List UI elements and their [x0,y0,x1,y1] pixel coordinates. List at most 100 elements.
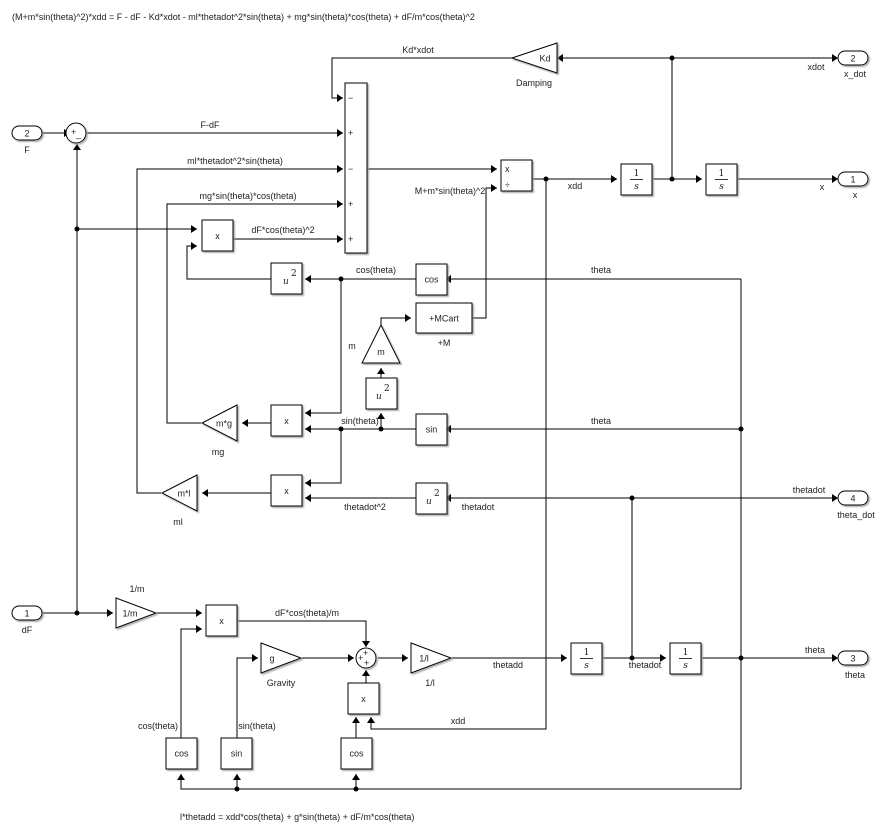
gain-damping[interactable]: Kd Damping [510,42,558,88]
outport-theta-number: 3 [850,654,855,664]
signal-label: cos(theta) [356,265,396,275]
signal-label: dF*cos(theta)^2 [251,225,314,235]
integrator-xdot[interactable]: 1 s [705,163,738,196]
outport-x-dot-number: 2 [850,54,855,64]
signal-label: theta [591,416,611,426]
signal-label: thetadot [793,485,826,495]
svg-text:1: 1 [683,648,689,658]
inport-dF-number: 1 [24,609,29,619]
svg-text:sin: sin [231,749,243,759]
svg-text:s: s [634,182,639,192]
square-block-sin[interactable]: u 2 [365,377,398,410]
svg-text:m: m [377,347,385,357]
outport-x-label: x [853,190,858,200]
svg-text:Kd: Kd [539,54,550,64]
svg-text:x: x [219,616,224,626]
sum-theta[interactable]: + + + [355,647,377,669]
signal-label: m [348,341,356,351]
svg-text:x: x [361,694,366,704]
arrowheads [64,54,838,780]
top-equation: (M+m*sin(theta)^2)*xdd = F - dF - Kd*xdo… [12,12,475,22]
sin-block-top[interactable]: sin [415,413,448,446]
divide-block[interactable]: x ÷ [500,159,533,192]
cos-block-bottom-right[interactable]: cos [340,737,373,770]
product-df-cos2[interactable]: x [201,219,234,252]
signal-label: xdd [451,716,466,726]
gain-mg[interactable]: m*g mg [200,404,238,457]
svg-text:g: g [269,654,274,664]
gain-inv-l[interactable]: 1/l 1/l [410,642,453,688]
sum-sign: + [71,127,76,137]
product-ml[interactable]: x [270,474,303,507]
product-mg[interactable]: x [270,404,303,437]
svg-text:1/m: 1/m [122,609,137,619]
gain-gravity-name: Gravity [267,678,296,688]
bottom-equation: l*thetadd = xdd*cos(theta) + g*sin(theta… [180,812,414,822]
inport-dF[interactable]: 1 dF [11,605,43,635]
integrator-thetadd[interactable]: 1 s [570,642,603,675]
square-block-thetadot[interactable]: u 2 [415,482,448,515]
mcart-block-name: +M [438,338,451,348]
outport-x-number: 1 [850,175,855,185]
junction-dots [74,55,744,792]
mcart-block[interactable]: +MCart +M [415,302,473,348]
gain-damping-name: Damping [516,78,552,88]
signal-label: thetadd [493,660,523,670]
sum-sign: + [348,234,353,244]
svg-text:u: u [376,392,382,402]
gain-inv-m[interactable]: 1/m 1/m [115,584,158,629]
svg-text:1/l: 1/l [419,654,429,664]
signal-label: dF*cos(theta)/m [275,608,339,618]
signal-label: Kd*xdot [402,45,434,55]
svg-text:u: u [426,497,432,507]
outport-x-dot[interactable]: 2 x_dot [837,50,869,79]
outport-theta-dot-number: 4 [850,494,855,504]
sum-sign: + [348,199,353,209]
sum-sign: + [358,653,363,663]
cos-block-bottom-left[interactable]: cos [165,737,198,770]
big-sum-block[interactable]: − + − + + [344,82,368,254]
cos-block-top[interactable]: cos [415,263,448,296]
signal-label: sin(theta) [238,721,276,731]
signal-label: F-dF [201,120,221,130]
outport-x[interactable]: 1 x [837,171,869,200]
signal-label: thetadot [462,502,495,512]
sin-block-bottom[interactable]: sin [220,737,253,770]
gain-m[interactable]: m [361,323,401,364]
signal-label: cos(theta) [138,721,178,731]
gain-ml[interactable]: m*l ml [160,474,198,527]
signal-label: xdd [568,181,583,191]
square-block-cos[interactable]: u 2 [270,262,303,295]
outport-theta[interactable]: 3 theta [837,650,869,680]
svg-text:1: 1 [634,169,640,179]
signal-label: mg*sin(theta)*cos(theta) [199,191,296,201]
svg-text:x: x [284,486,289,496]
gain-ml-name: ml [173,517,183,527]
outport-theta-label: theta [845,670,865,680]
sum-sign: − [348,164,353,174]
outport-theta-dot-label: theta_dot [837,510,875,520]
sum-F-dF[interactable]: + _ [65,122,87,144]
sum-sign: + [364,658,369,668]
product-df-m[interactable]: x [205,604,238,637]
signal-label: ml*thetadot^2*sin(theta) [187,156,283,166]
svg-text:m*l: m*l [178,489,191,499]
inport-dF-label: dF [22,625,33,635]
svg-text:1: 1 [719,169,725,179]
inport-F[interactable]: 2 F [11,125,43,155]
sum-sign: − [348,93,353,103]
inport-F-number: 2 [24,129,29,139]
svg-text:sin: sin [426,425,438,435]
svg-text:÷: ÷ [505,180,510,190]
signal-label: theta [591,265,611,275]
svg-text:s: s [683,661,688,671]
product-xdd-cos[interactable]: x [347,682,380,715]
svg-text:cos: cos [174,749,189,759]
svg-text:m*g: m*g [216,419,232,429]
integrator-thetadot[interactable]: 1 s [669,642,702,675]
signal-label: theta [805,645,825,655]
outport-theta-dot[interactable]: 4 theta_dot [837,490,875,520]
outport-x-dot-label: x_dot [844,69,867,79]
gain-gravity[interactable]: g Gravity [260,642,303,688]
integrator-xdd[interactable]: 1 s [620,163,653,196]
